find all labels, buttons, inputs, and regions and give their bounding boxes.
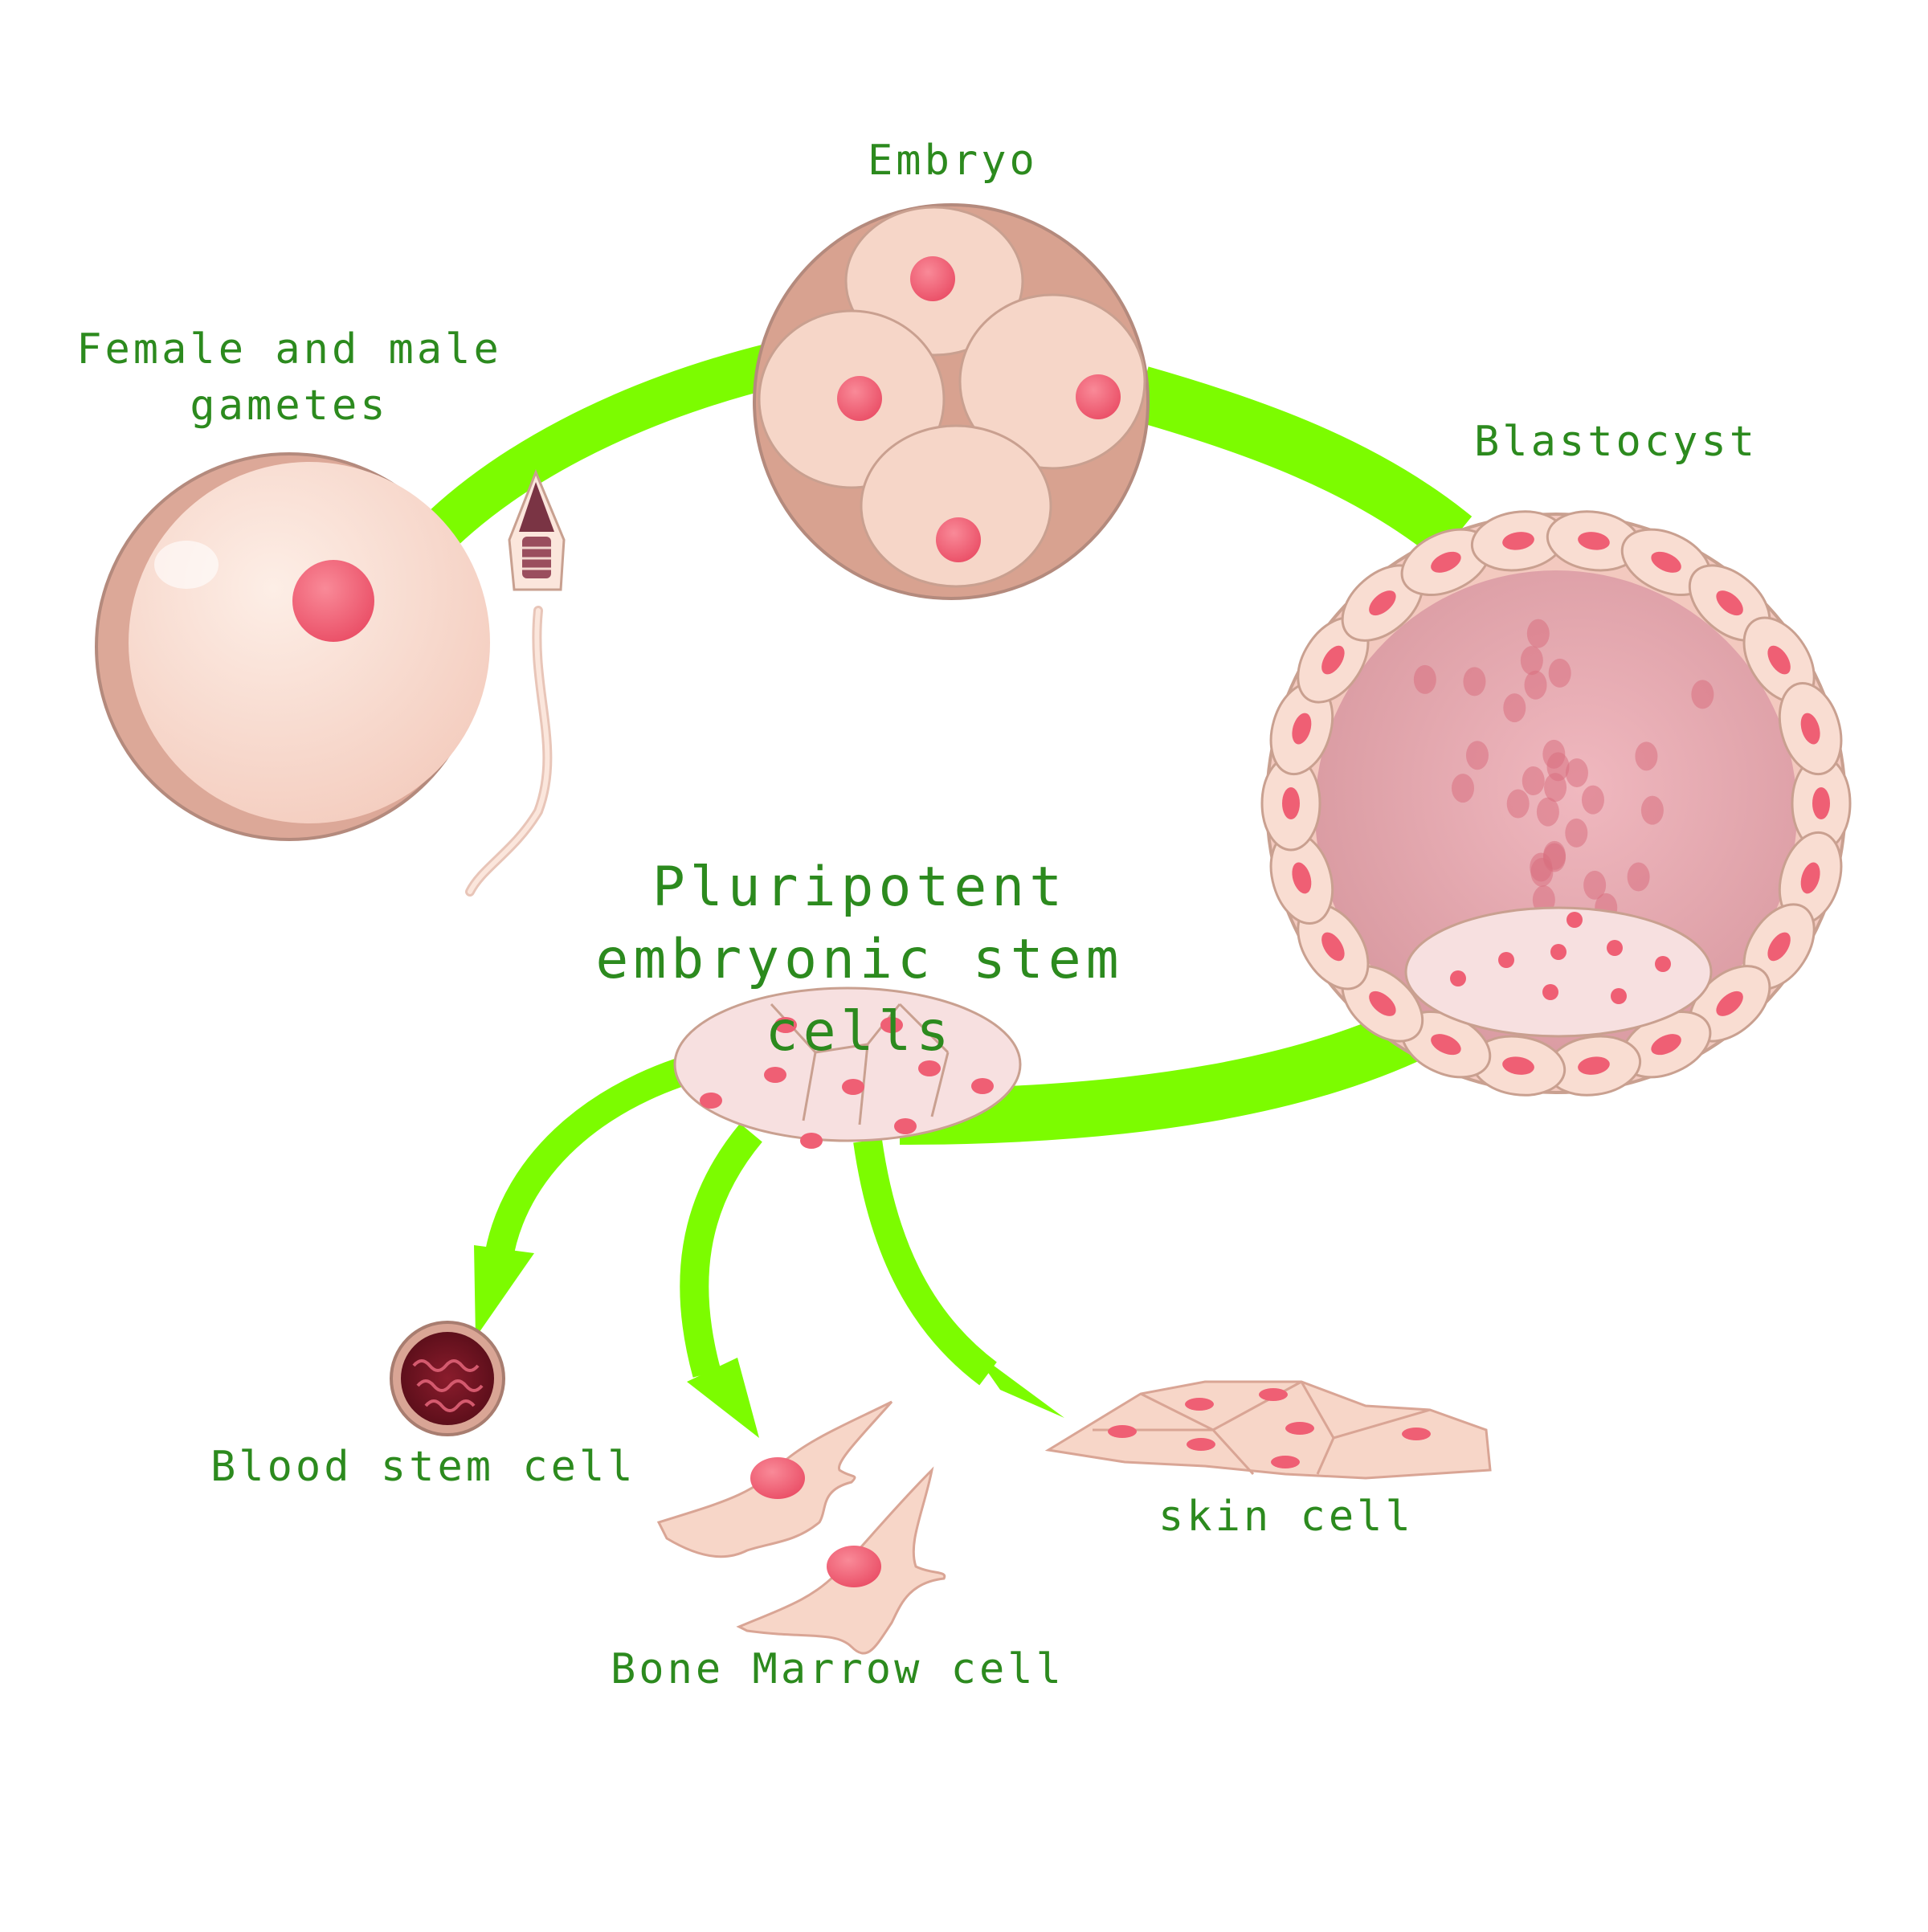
blood-stem-cell — [391, 1322, 504, 1435]
label-embryo: Embryo — [868, 137, 1038, 185]
label-blood-stem-cell: Blood stem cell — [210, 1443, 636, 1491]
egg-cell — [96, 454, 490, 839]
arrow-to-bone-marrow-cell — [694, 1133, 751, 1374]
blastocyst-inner-nucleus — [1414, 665, 1436, 694]
blastocyst-inner-nucleus — [1582, 786, 1604, 815]
label-bone-marrow-cell: Bone Marrow cell — [611, 1645, 1064, 1693]
label-blastocyst: Blastocyst — [1474, 418, 1758, 466]
skin-cells — [1048, 1382, 1490, 1478]
blastocyst-inner-nucleus — [1463, 667, 1485, 696]
blastocyst-inner-nucleus — [1466, 741, 1489, 770]
bone-marrow-nucleus-2 — [827, 1546, 881, 1587]
blastocyst-inner-nucleus — [1628, 863, 1650, 892]
arrow-embryo-to-blastocyst — [1141, 394, 1454, 538]
blastocyst-inner-nucleus — [1525, 671, 1547, 700]
label-skin-cell: skin cell — [1158, 1493, 1414, 1541]
blastocyst-inner-nucleus — [1543, 841, 1566, 870]
blastocyst-inner-nucleus — [1565, 819, 1587, 848]
blastocyst-inner-nucleus — [1641, 796, 1664, 825]
blastocyst-inner-nucleus — [1503, 693, 1526, 722]
label-pluripotent-stem-cells: Pluripotent embryonic stem cells — [490, 852, 1229, 1068]
embryo-nucleus-right — [1076, 374, 1121, 419]
blastocyst-wall-nucleus — [1282, 787, 1300, 819]
embryo-nucleus-left — [837, 376, 882, 421]
blastocyst-inner-nucleus — [1522, 766, 1545, 795]
blastocyst-inner-nucleus — [1521, 646, 1543, 675]
blastocyst-inner-nucleus — [1566, 758, 1588, 787]
label-gametes: Female and male gametes — [72, 321, 506, 434]
blastocyst-inner-nucleus — [1544, 773, 1566, 802]
embryo-nucleus-bottom — [936, 517, 981, 562]
blastocyst-inner-nucleus — [1452, 774, 1474, 803]
blastocyst-wall-nucleus — [1812, 787, 1830, 819]
inner-cell-mass — [1406, 908, 1711, 1036]
bone-marrow-nucleus-1 — [750, 1457, 805, 1499]
blastocyst-inner-nucleus — [1542, 740, 1565, 769]
bone-marrow-cells — [659, 1402, 945, 1653]
arrowhead-blood — [474, 1245, 534, 1338]
arrow-to-skin-cell — [868, 1141, 988, 1374]
blastocyst-inner-nucleus — [1527, 619, 1550, 648]
blastocyst-inner-nucleus — [1549, 659, 1571, 688]
blastocyst-inner-nucleus — [1691, 680, 1714, 709]
blastocyst-inner-nucleus — [1635, 741, 1657, 770]
blastocyst — [1260, 505, 1851, 1101]
embryo-nucleus-top — [910, 256, 955, 301]
egg-nucleus — [292, 560, 374, 642]
arrowhead-skin — [972, 1350, 1064, 1418]
blastocyst-inner-nucleus — [1507, 790, 1530, 819]
embryo — [754, 205, 1148, 598]
